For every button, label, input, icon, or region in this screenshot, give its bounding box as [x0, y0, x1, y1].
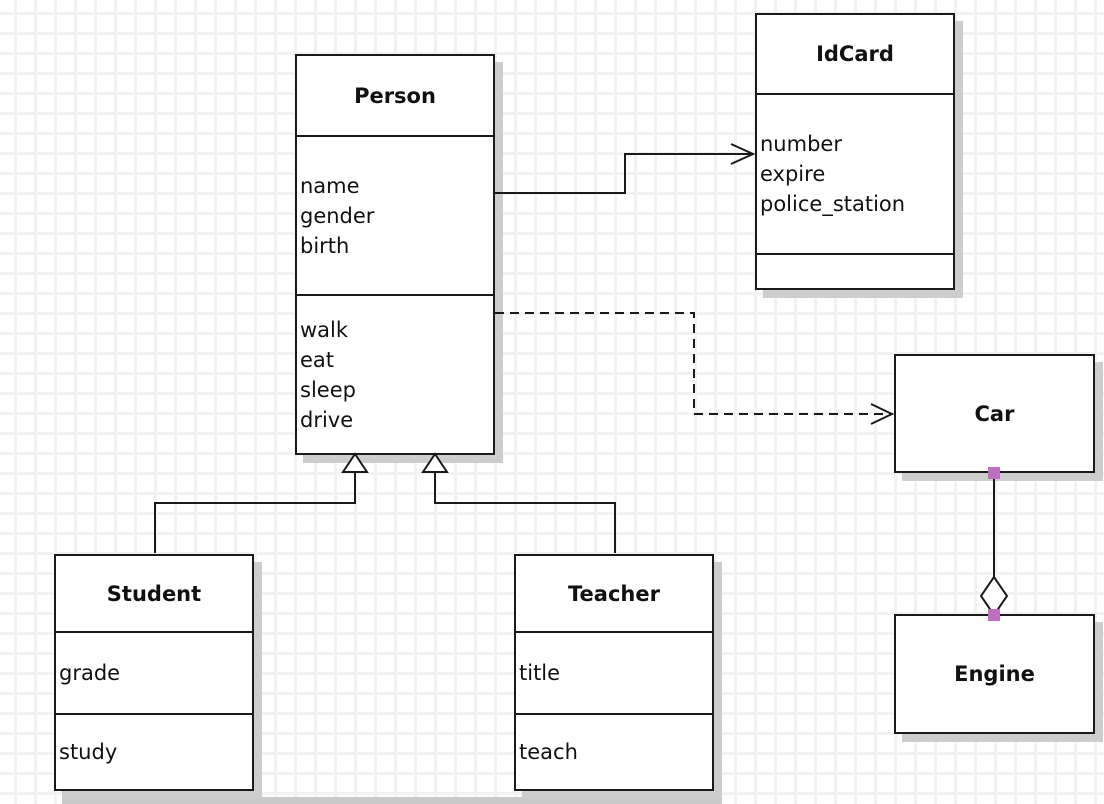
dependency-line[interactable] [495, 312, 890, 415]
connector-generalization-teacher-person[interactable] [421, 452, 616, 553]
class-methods-student: study [56, 713, 252, 789]
open-arrowhead-icon [870, 403, 895, 425]
class-box-student[interactable]: Student grade study [54, 554, 254, 791]
connector-generalization-student-person[interactable] [154, 452, 369, 553]
class-attributes-teacher: title [516, 631, 712, 713]
class-title-idcard: IdCard [816, 42, 894, 66]
hollow-triangle-icon [421, 452, 449, 473]
generalization-line[interactable] [434, 472, 616, 553]
connector-dependency-person-car[interactable] [495, 312, 895, 425]
connector-association-person-idcard[interactable] [495, 143, 756, 194]
class-title-teacher: Teacher [568, 581, 660, 606]
class-methods-idcard [757, 253, 953, 288]
connector-aggregation-car-engine[interactable] [979, 467, 1009, 621]
class-attributes-student: grade [56, 631, 252, 713]
class-title-engine: Engine [954, 662, 1035, 686]
offscreen-shape-shadow [62, 797, 722, 804]
class-title-student: Student [106, 581, 202, 606]
association-line[interactable] [495, 153, 752, 194]
hollow-diamond-icon [979, 575, 1009, 617]
class-title-person: Person [354, 83, 436, 108]
open-arrowhead-icon [730, 143, 756, 165]
class-box-engine[interactable]: Engine [894, 614, 1095, 734]
class-box-car[interactable]: Car [894, 354, 1095, 473]
hollow-triangle-icon [341, 452, 369, 473]
class-box-teacher[interactable]: Teacher title teach [514, 554, 714, 791]
generalization-line[interactable] [154, 472, 356, 553]
class-methods-teacher: teach [516, 713, 712, 789]
class-title-car: Car [974, 401, 1015, 426]
